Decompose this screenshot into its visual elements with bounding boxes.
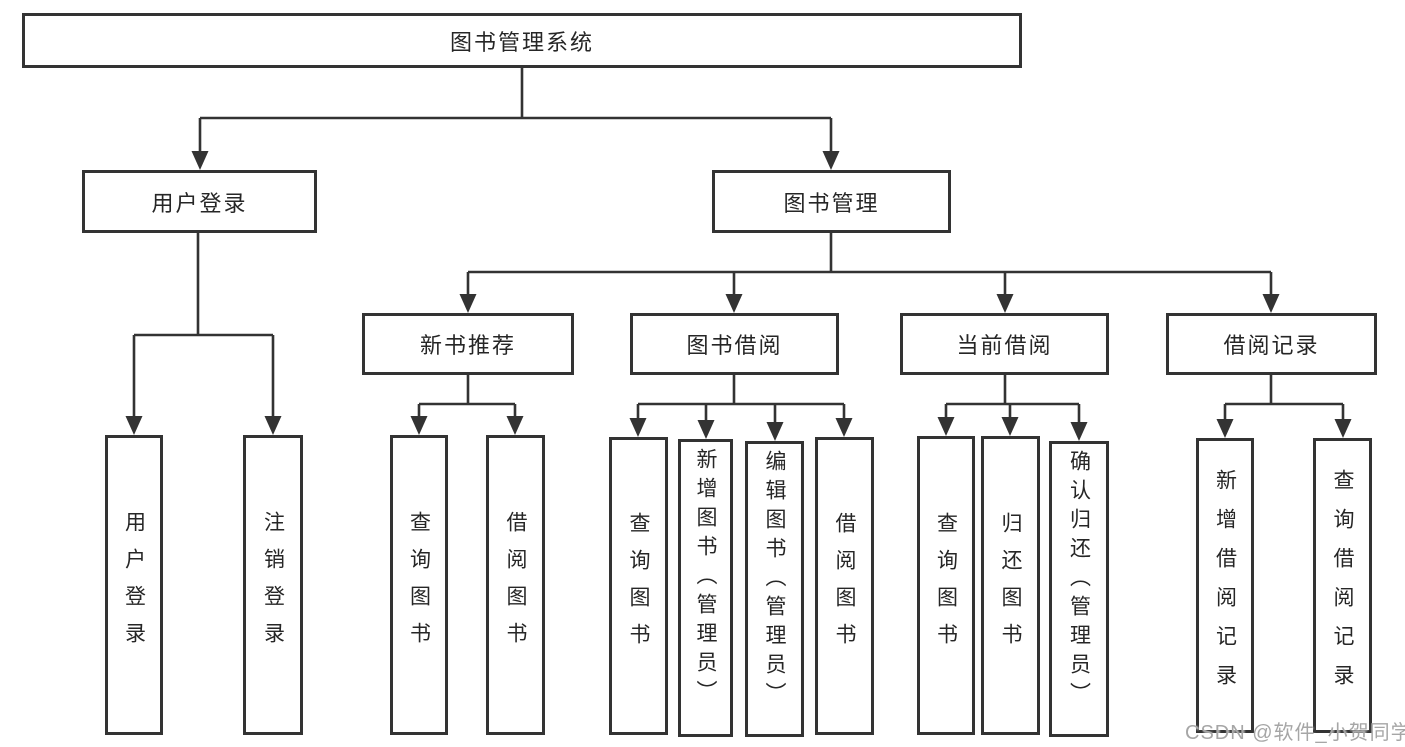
leaf-add-borrow-record: 新增借阅记录 <box>1196 438 1254 733</box>
leaf-add-book-admin: 新增图书（管理员） <box>678 439 733 737</box>
arrowhead <box>506 416 524 435</box>
leaf-borrow-books: 借阅图书 <box>815 437 874 735</box>
arrowhead <box>125 416 143 435</box>
csdn-watermark: CSDN @软件_小贺同学 <box>1185 722 1405 744</box>
arrowhead <box>996 294 1014 313</box>
leaf-logout-label: 注销登录 <box>261 511 285 659</box>
node-user-login-label: 用户登录 <box>151 190 248 216</box>
leaf-query-books-borrow-label: 查询图书 <box>627 512 650 660</box>
node-user-login: 用户登录 <box>82 170 317 233</box>
arrowhead <box>459 294 477 313</box>
arrowhead <box>629 418 647 437</box>
node-library-management-system-label: 图书管理系统 <box>449 29 594 55</box>
arrowhead <box>264 416 282 435</box>
connector-book-borrow-to-leaves <box>629 375 853 441</box>
node-library-management-system: 图书管理系统 <box>22 13 1022 68</box>
connector-user-login-to-leaves <box>125 233 282 435</box>
arrowhead <box>937 417 955 436</box>
node-book-borrow: 图书借阅 <box>630 313 839 375</box>
leaf-query-borrow-record: 查询借阅记录 <box>1313 438 1372 733</box>
connector-root-to-level2 <box>191 68 840 170</box>
leaf-user-login-label: 用户登录 <box>122 511 146 659</box>
node-book-management: 图书管理 <box>712 170 951 233</box>
arrowhead <box>1001 417 1019 436</box>
arrowhead <box>822 151 840 170</box>
arrowhead <box>766 422 784 441</box>
arrowhead <box>725 294 743 313</box>
node-current-borrow: 当前借阅 <box>900 313 1109 375</box>
leaf-query-books-current-label: 查询图书 <box>934 511 958 660</box>
connector-new-book-recommend-to-leaves <box>410 375 524 435</box>
node-current-borrow-label: 当前借阅 <box>956 333 1053 358</box>
node-borrow-records: 借阅记录 <box>1166 313 1377 375</box>
leaf-query-books-current: 查询图书 <box>917 436 975 735</box>
arrowhead <box>835 418 853 437</box>
leaf-edit-book-admin-label: 编辑图书（管理员） <box>763 450 786 711</box>
arrowhead <box>1334 419 1352 438</box>
leaf-confirm-return-admin: 确认归还（管理员） <box>1049 441 1109 737</box>
leaf-query-books-recommend: 查询图书 <box>390 435 448 735</box>
leaf-query-books-recommend-label: 查询图书 <box>407 511 431 659</box>
arrowhead <box>410 416 428 435</box>
connector-borrow-records-to-leaves <box>1216 375 1352 438</box>
leaf-return-book-label: 归还图书 <box>999 511 1022 660</box>
leaf-borrow-books-recommend: 借阅图书 <box>486 435 545 735</box>
leaf-add-book-admin-label: 新增图书（管理员） <box>694 448 717 709</box>
node-new-book-recommend-label: 新书推荐 <box>419 333 516 358</box>
leaf-borrow-books-recommend-label: 借阅图书 <box>504 511 527 659</box>
leaf-query-borrow-record-label: 查询借阅记录 <box>1331 468 1354 703</box>
connector-current-borrow-to-leaves <box>937 375 1088 441</box>
leaf-borrow-books-label: 借阅图书 <box>833 512 856 660</box>
leaf-confirm-return-admin-label: 确认归还（管理员） <box>1067 450 1091 711</box>
leaf-return-book: 归还图书 <box>981 436 1040 735</box>
leaf-add-borrow-record-label: 新增借阅记录 <box>1213 468 1237 703</box>
leaf-query-books-borrow: 查询图书 <box>609 437 668 735</box>
connector-book-management-to-level3 <box>459 233 1280 313</box>
leaf-logout: 注销登录 <box>243 435 303 735</box>
node-book-management-label: 图书管理 <box>783 190 880 216</box>
arrowhead <box>1216 419 1234 438</box>
leaf-edit-book-admin: 编辑图书（管理员） <box>745 441 804 737</box>
arrowhead <box>191 151 209 170</box>
arrowhead <box>1070 422 1088 441</box>
arrowhead <box>1262 294 1280 313</box>
arrowhead <box>697 420 715 439</box>
node-book-borrow-label: 图书借阅 <box>686 333 783 358</box>
node-new-book-recommend: 新书推荐 <box>362 313 574 375</box>
node-borrow-records-label: 借阅记录 <box>1223 333 1320 358</box>
leaf-user-login: 用户登录 <box>105 435 163 735</box>
